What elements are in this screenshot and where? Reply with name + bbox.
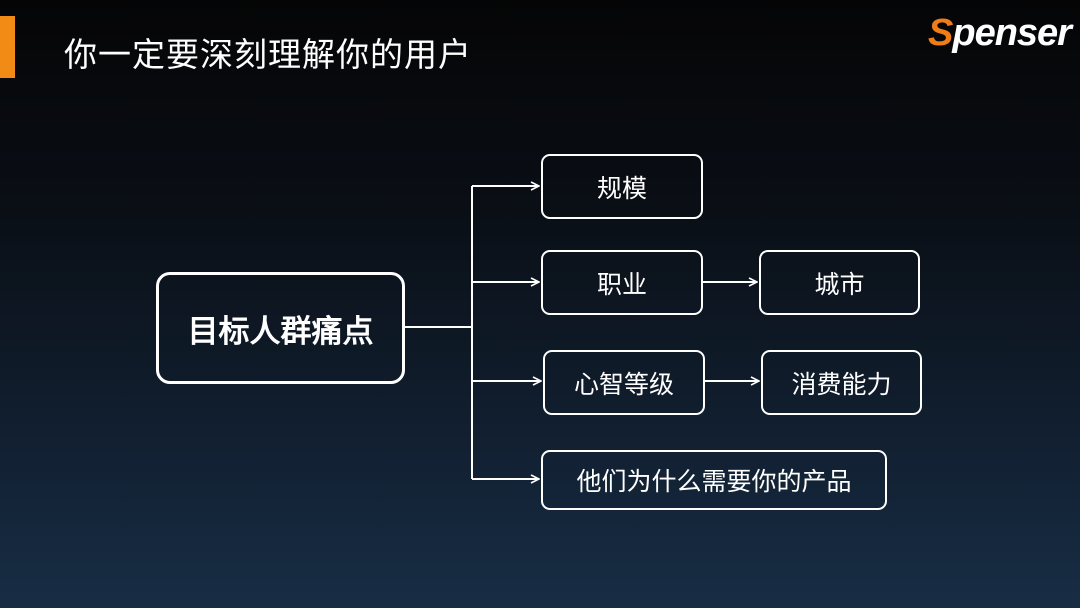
logo-initial: S [928, 12, 953, 54]
logo-rest: penser [952, 12, 1072, 54]
node-why-need-product: 他们为什么需要你的产品 [541, 450, 887, 510]
root-node: 目标人群痛点 [156, 272, 405, 384]
node-spending-power: 消费能力 [761, 350, 922, 415]
node-occupation: 职业 [541, 250, 703, 315]
slide-title: 你一定要深刻理解你的用户 [64, 36, 472, 73]
accent-bar [0, 16, 15, 78]
spenser-logo: Spenser [928, 12, 1072, 55]
node-mind-level: 心智等级 [543, 350, 705, 415]
node-city: 城市 [759, 250, 920, 315]
node-scale: 规模 [541, 154, 703, 219]
